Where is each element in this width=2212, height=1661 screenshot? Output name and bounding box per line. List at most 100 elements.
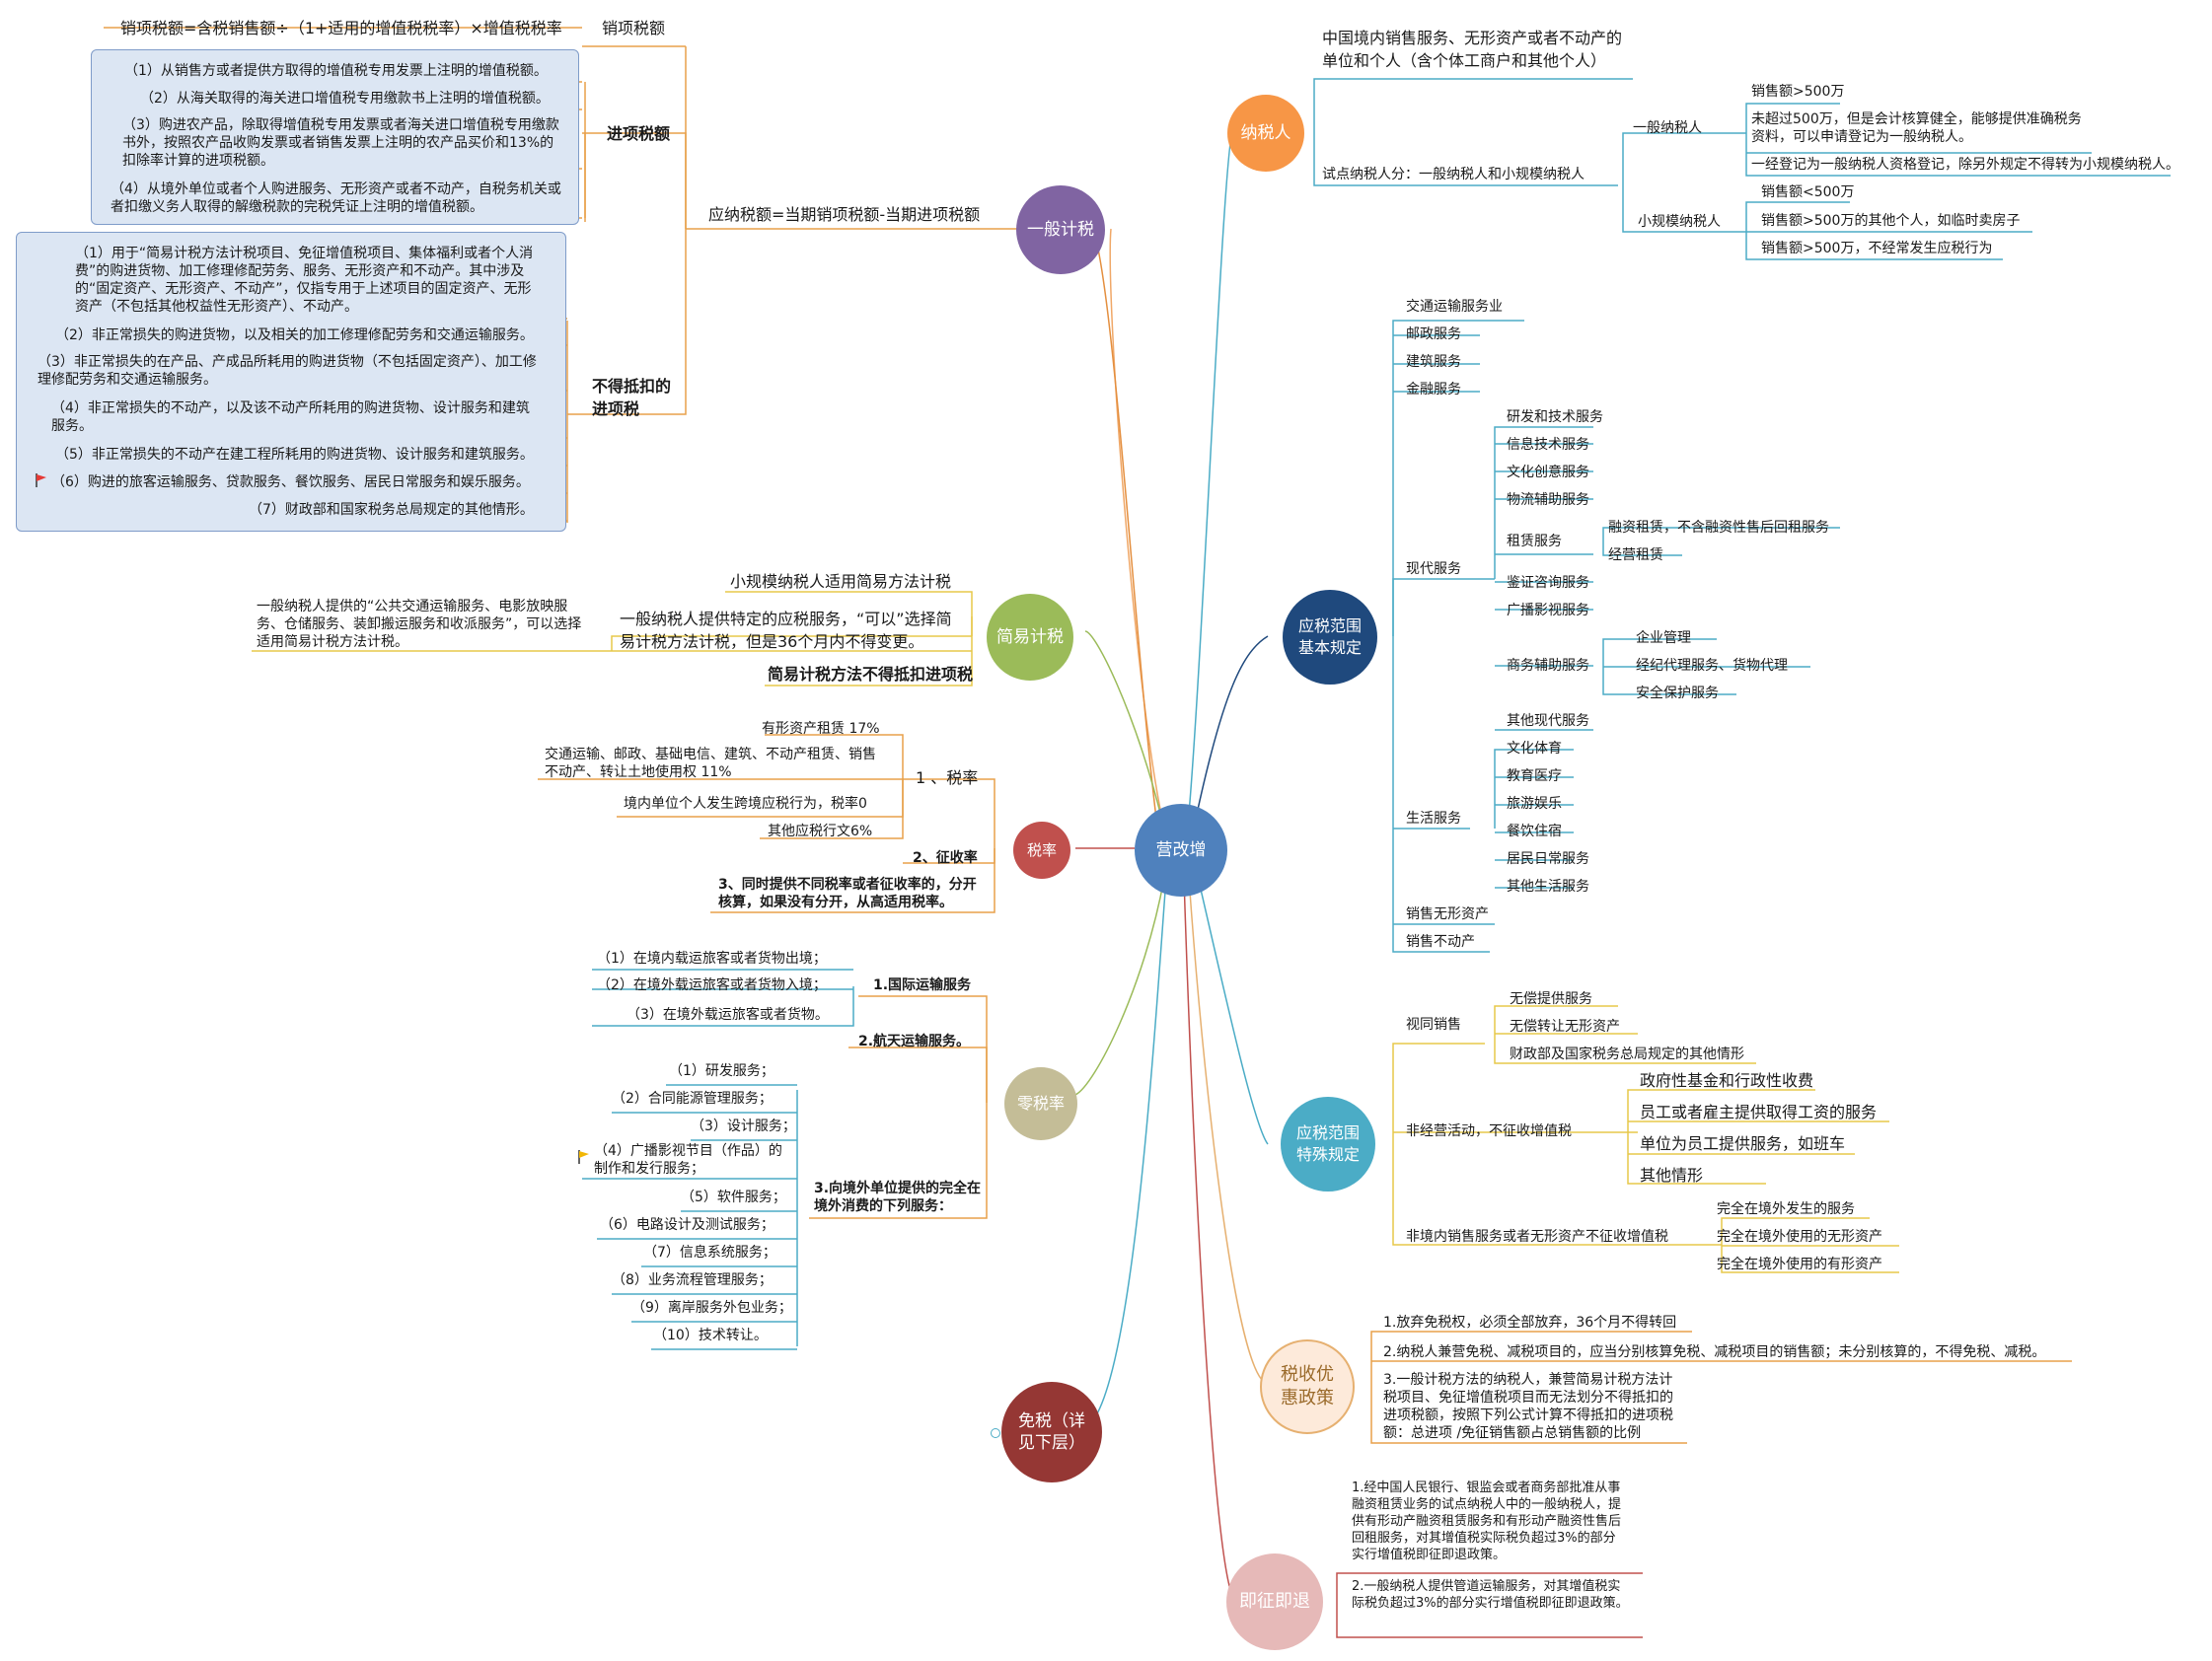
- non-deductible-item-5: （5）非正常损失的不动产在建工程所耗用的购进货物、设计服务和建筑服务。: [55, 447, 534, 463]
- taxpayer-node[interactable]: 纳税人: [1227, 95, 1304, 172]
- rate-label[interactable]: 1 、税率: [916, 768, 979, 787]
- input-tax-label[interactable]: 进项税额: [607, 124, 671, 143]
- rate-item-1: 有形资产租赁 17%: [762, 721, 880, 737]
- red-flag-icon: [36, 473, 46, 487]
- scope-item-intangible: 销售无形资产: [1406, 906, 1489, 922]
- general-taxpayer-label[interactable]: 一般纳税人: [1633, 120, 1702, 136]
- offshore-item-7: （7）信息系统服务；: [643, 1245, 776, 1261]
- non-deductible-item-1: （1）用于“简易计税方法计税项目、免征增值税项目、集体福利或者个人消费”的购进货…: [75, 246, 534, 315]
- intl-transport-label[interactable]: 1.国际运输服务: [873, 977, 972, 993]
- non-deductible-item-3: （3）非正常损失的在产品、产成品所耗用的购进货物（不包括固定资产）、加工修理修配…: [37, 354, 537, 388]
- modern-services-label[interactable]: 现代服务: [1406, 561, 1461, 577]
- non-business-label[interactable]: 非经营活动，不征收增值税: [1406, 1123, 1572, 1139]
- lease-item-2: 经营租赁: [1608, 547, 1663, 563]
- life-item-6: 其他生活服务: [1507, 879, 1589, 895]
- non-deductible-item-6: （6）购进的旅客运输服务、贷款服务、餐饮服务、居民日常服务和娱乐服务。: [51, 474, 530, 490]
- general-taxpayer-item-1: 销售额>500万: [1751, 84, 1845, 100]
- levy-rate-label[interactable]: 2、征收率: [913, 850, 978, 866]
- simple-item-general-option: 一般纳税人提供特定的应税服务，“可以”选择简易计税方法计税，但是36个月内不得变…: [620, 610, 952, 651]
- offshore-item-8: （8）业务流程管理服务；: [612, 1272, 773, 1288]
- modern-item-3: 文化创意服务: [1507, 465, 1589, 480]
- non-business-item-3: 单位为员工提供服务，如班车: [1640, 1134, 1846, 1153]
- modern-item-2: 信息技术服务: [1507, 437, 1589, 453]
- scope-item-finance: 金融服务: [1406, 382, 1461, 397]
- non-business-item-2: 员工或者雇主提供取得工资的服务: [1640, 1103, 1878, 1121]
- business-item-3: 安全保护服务: [1636, 686, 1719, 701]
- overseas-label[interactable]: 非境内销售服务或者无形资产不征收增值税: [1406, 1229, 1668, 1245]
- zero-rate-node[interactable]: 零税率: [1004, 1067, 1077, 1140]
- input-item-1: （1）从销售方或者提供方取得的增值税专用发票上注明的增值税额。: [124, 63, 548, 79]
- lease-item-1: 融资租赁，不含融资性售后回租服务: [1608, 520, 1829, 536]
- center-node[interactable]: 营改增: [1135, 804, 1227, 897]
- preferential-policy-node[interactable]: 税收优惠政策: [1260, 1339, 1355, 1434]
- instant-refund-node[interactable]: 即征即退: [1226, 1553, 1323, 1650]
- non-deductible-item-7: （7）财政部和国家税务总局规定的其他情形。: [249, 502, 534, 518]
- offshore-item-6: （6）电路设计及测试服务；: [600, 1217, 774, 1233]
- simple-tax-node[interactable]: 简易计税: [987, 594, 1073, 681]
- input-tax-box: [91, 49, 579, 225]
- scope-item-realestate: 销售不动产: [1406, 934, 1475, 950]
- tax-rate-node[interactable]: 税率: [1013, 822, 1070, 879]
- simple-item-note: 一般纳税人提供的“公共交通运输服务、电影放映服务、仓储服务、装卸搬运服务和收派服…: [257, 599, 582, 650]
- exempt-node[interactable]: 免税（详见下层）: [1001, 1382, 1102, 1482]
- non-deductible-label[interactable]: 不得抵扣的进项税: [592, 377, 672, 418]
- life-item-4: 餐饮住宿: [1507, 824, 1562, 839]
- output-tax-label[interactable]: 销项税额: [602, 19, 666, 37]
- deemed-item-1: 无偿提供服务: [1510, 991, 1592, 1007]
- simple-item-small-taxpayer: 小规模纳税人适用简易方法计税: [730, 572, 952, 591]
- deemed-item-3: 财政部及国家税务总局规定的其他情形: [1510, 1047, 1744, 1062]
- taxpayer-split: 试点纳税人分：一般纳税人和小规模纳税人: [1322, 167, 1585, 182]
- small-taxpayer-item-2: 销售额>500万的其他个人，如临时卖房子: [1761, 213, 2021, 229]
- small-taxpayer-item-3: 销售额>500万，不经常发生应税行为: [1761, 241, 1993, 256]
- non-deductible-item-4: （4）非正常损失的不动产，以及该不动产所耗用的购进货物、设计服务和建筑服务。: [51, 400, 530, 434]
- life-item-5: 居民日常服务: [1507, 851, 1589, 867]
- modern-item-7: 广播影视服务: [1507, 603, 1589, 618]
- simple-item-no-deduct: 简易计税方法不得抵扣进项税: [768, 665, 974, 684]
- business-item-1: 企业管理: [1636, 630, 1691, 646]
- scope-item-transport: 交通运输服务业: [1406, 299, 1503, 315]
- offshore-item-4: （4）广播影视节目（作品）的制作和发行服务；: [594, 1143, 782, 1177]
- rate-item-2: 交通运输、邮政、基础电信、建筑、不动产租赁、销售不动产、转让土地使用权 11%: [545, 747, 876, 780]
- modern-item-6: 鉴证咨询服务: [1507, 575, 1589, 591]
- input-item-2: （2）从海关取得的海关进口增值税专用缴款书上注明的增值税额。: [140, 91, 550, 107]
- small-taxpayer-label[interactable]: 小规模纳税人: [1638, 214, 1721, 230]
- exempt-expand-handle[interactable]: [991, 1428, 1000, 1438]
- modern-item-1: 研发和技术服务: [1507, 409, 1603, 425]
- life-item-3: 旅游娱乐: [1507, 796, 1562, 812]
- general-tax-node[interactable]: 一般计税: [1016, 185, 1105, 274]
- overseas-item-1: 完全在境外发生的服务: [1717, 1201, 1855, 1217]
- non-deductible-box: [16, 232, 566, 532]
- business-item-2: 经纪代理服务、货物代理: [1636, 658, 1788, 674]
- modern-item-4: 物流辅助服务: [1507, 492, 1589, 508]
- non-business-item-1: 政府性基金和行政性收费: [1640, 1071, 1814, 1090]
- preferential-item-3: 3.一般计税方法的纳税人，兼营简易计税方法计税项目、免征增值税项目而无法划分不得…: [1383, 1372, 1673, 1441]
- output-tax-formula: 销项税额=含税销售额÷（1+适用的增值税税率）×增值税税率: [120, 19, 562, 37]
- preferential-item-1: 1.放弃免税权，必须全部放弃，36个月不得转回: [1383, 1315, 1677, 1331]
- life-item-2: 教育医疗: [1507, 768, 1562, 784]
- non-business-item-4: 其他情形: [1640, 1166, 1704, 1185]
- payable-tax-formula: 应纳税额=当期销项税额-当期进项税额: [708, 205, 981, 224]
- modern-item-5[interactable]: 租赁服务: [1507, 534, 1562, 549]
- scope-item-construction: 建筑服务: [1406, 354, 1461, 370]
- scope-special-node[interactable]: 应税范围特殊规定: [1281, 1097, 1375, 1192]
- life-services-label[interactable]: 生活服务: [1406, 811, 1461, 827]
- general-taxpayer-item-3: 一经登记为一般纳税人资格登记，除另外规定不得转为小规模纳税人。: [1751, 157, 2179, 173]
- small-taxpayer-item-1: 销售额<500万: [1761, 184, 1855, 200]
- rate-item-4: 其他应税行文6%: [768, 824, 873, 839]
- offshore-services-label[interactable]: 3.向境外单位提供的完全在境外消费的下列服务：: [814, 1181, 982, 1214]
- deemed-item-2: 无偿转让无形资产: [1510, 1019, 1620, 1035]
- non-deductible-item-2: （2）非正常损失的购进货物，以及相关的加工修理修配劳务和交通运输服务。: [55, 327, 534, 343]
- deemed-sales-label[interactable]: 视同销售: [1406, 1017, 1461, 1033]
- general-taxpayer-item-2: 未超过500万，但是会计核算健全，能够提供准确税务资料，可以申请登记为一般纳税人…: [1751, 111, 2082, 145]
- overseas-item-3: 完全在境外使用的有形资产: [1717, 1257, 1882, 1272]
- space-transport-label[interactable]: 2.航天运输服务。: [858, 1034, 971, 1049]
- center-label: 营改增: [1155, 840, 1207, 860]
- modern-item-8[interactable]: 商务辅助服务: [1507, 658, 1589, 674]
- offshore-item-1: （1）研发服务；: [669, 1063, 774, 1079]
- refund-item-2: 2.一般纳税人提供管道运输服务，对其增值税实际税负超过3%的部分实行增值税即征即…: [1352, 1579, 1629, 1611]
- rate-item-3: 境内单位个人发生跨境应税行为，税率0: [624, 796, 867, 812]
- yellow-flag-icon: [578, 1150, 589, 1164]
- scope-basic-node[interactable]: 应税范围基本规定: [1283, 590, 1377, 685]
- offshore-item-9: （9）离岸服务外包业务；: [631, 1300, 792, 1316]
